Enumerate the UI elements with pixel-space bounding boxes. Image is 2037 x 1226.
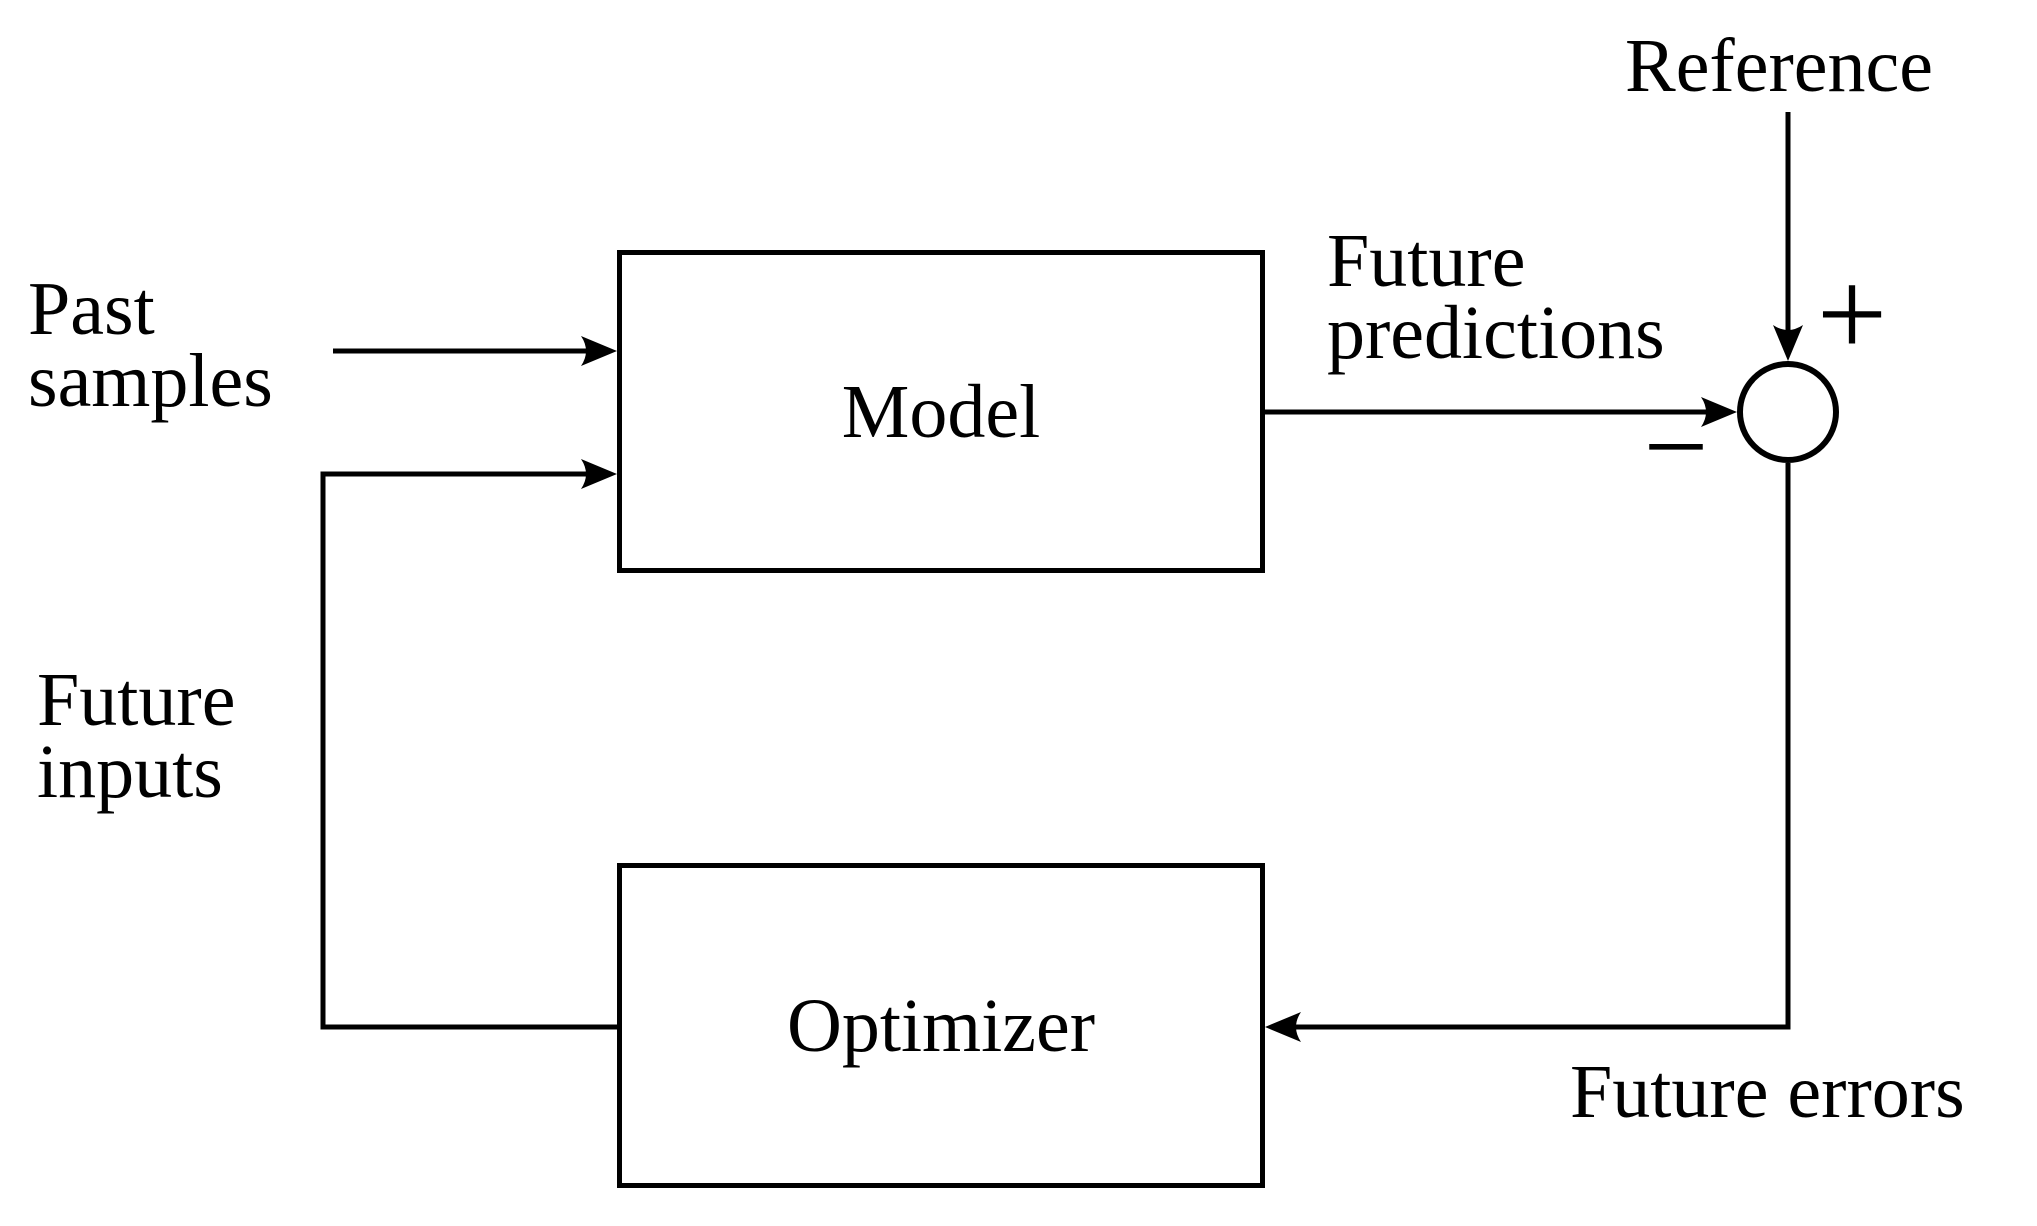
past-samples-arrowhead [581, 336, 617, 366]
future-errors-path [1282, 463, 1791, 1030]
future-errors-arrowhead [1265, 1012, 1301, 1042]
reference-arrowhead [1773, 325, 1803, 361]
reference-label: Reference [1625, 24, 1933, 108]
optimizer-box: Optimizer [617, 863, 1265, 1188]
future-errors-label: Future errors [1570, 1050, 1965, 1134]
model-box-label: Model [841, 369, 1041, 454]
plus-sign: + [1816, 245, 1888, 384]
minus-sign: − [1643, 383, 1709, 510]
future-predictions-label: Future predictions [1327, 219, 1665, 375]
optimizer-box-label: Optimizer [786, 983, 1096, 1068]
future-inputs-path [320, 471, 617, 1030]
future-inputs-arrowhead [581, 459, 617, 489]
summing-junction [1737, 361, 1839, 463]
past-samples-label: Past samples [28, 267, 273, 423]
model-output-arrowhead [1701, 397, 1737, 427]
model-box: Model [617, 250, 1265, 573]
future-inputs-label: Future inputs [37, 658, 236, 814]
